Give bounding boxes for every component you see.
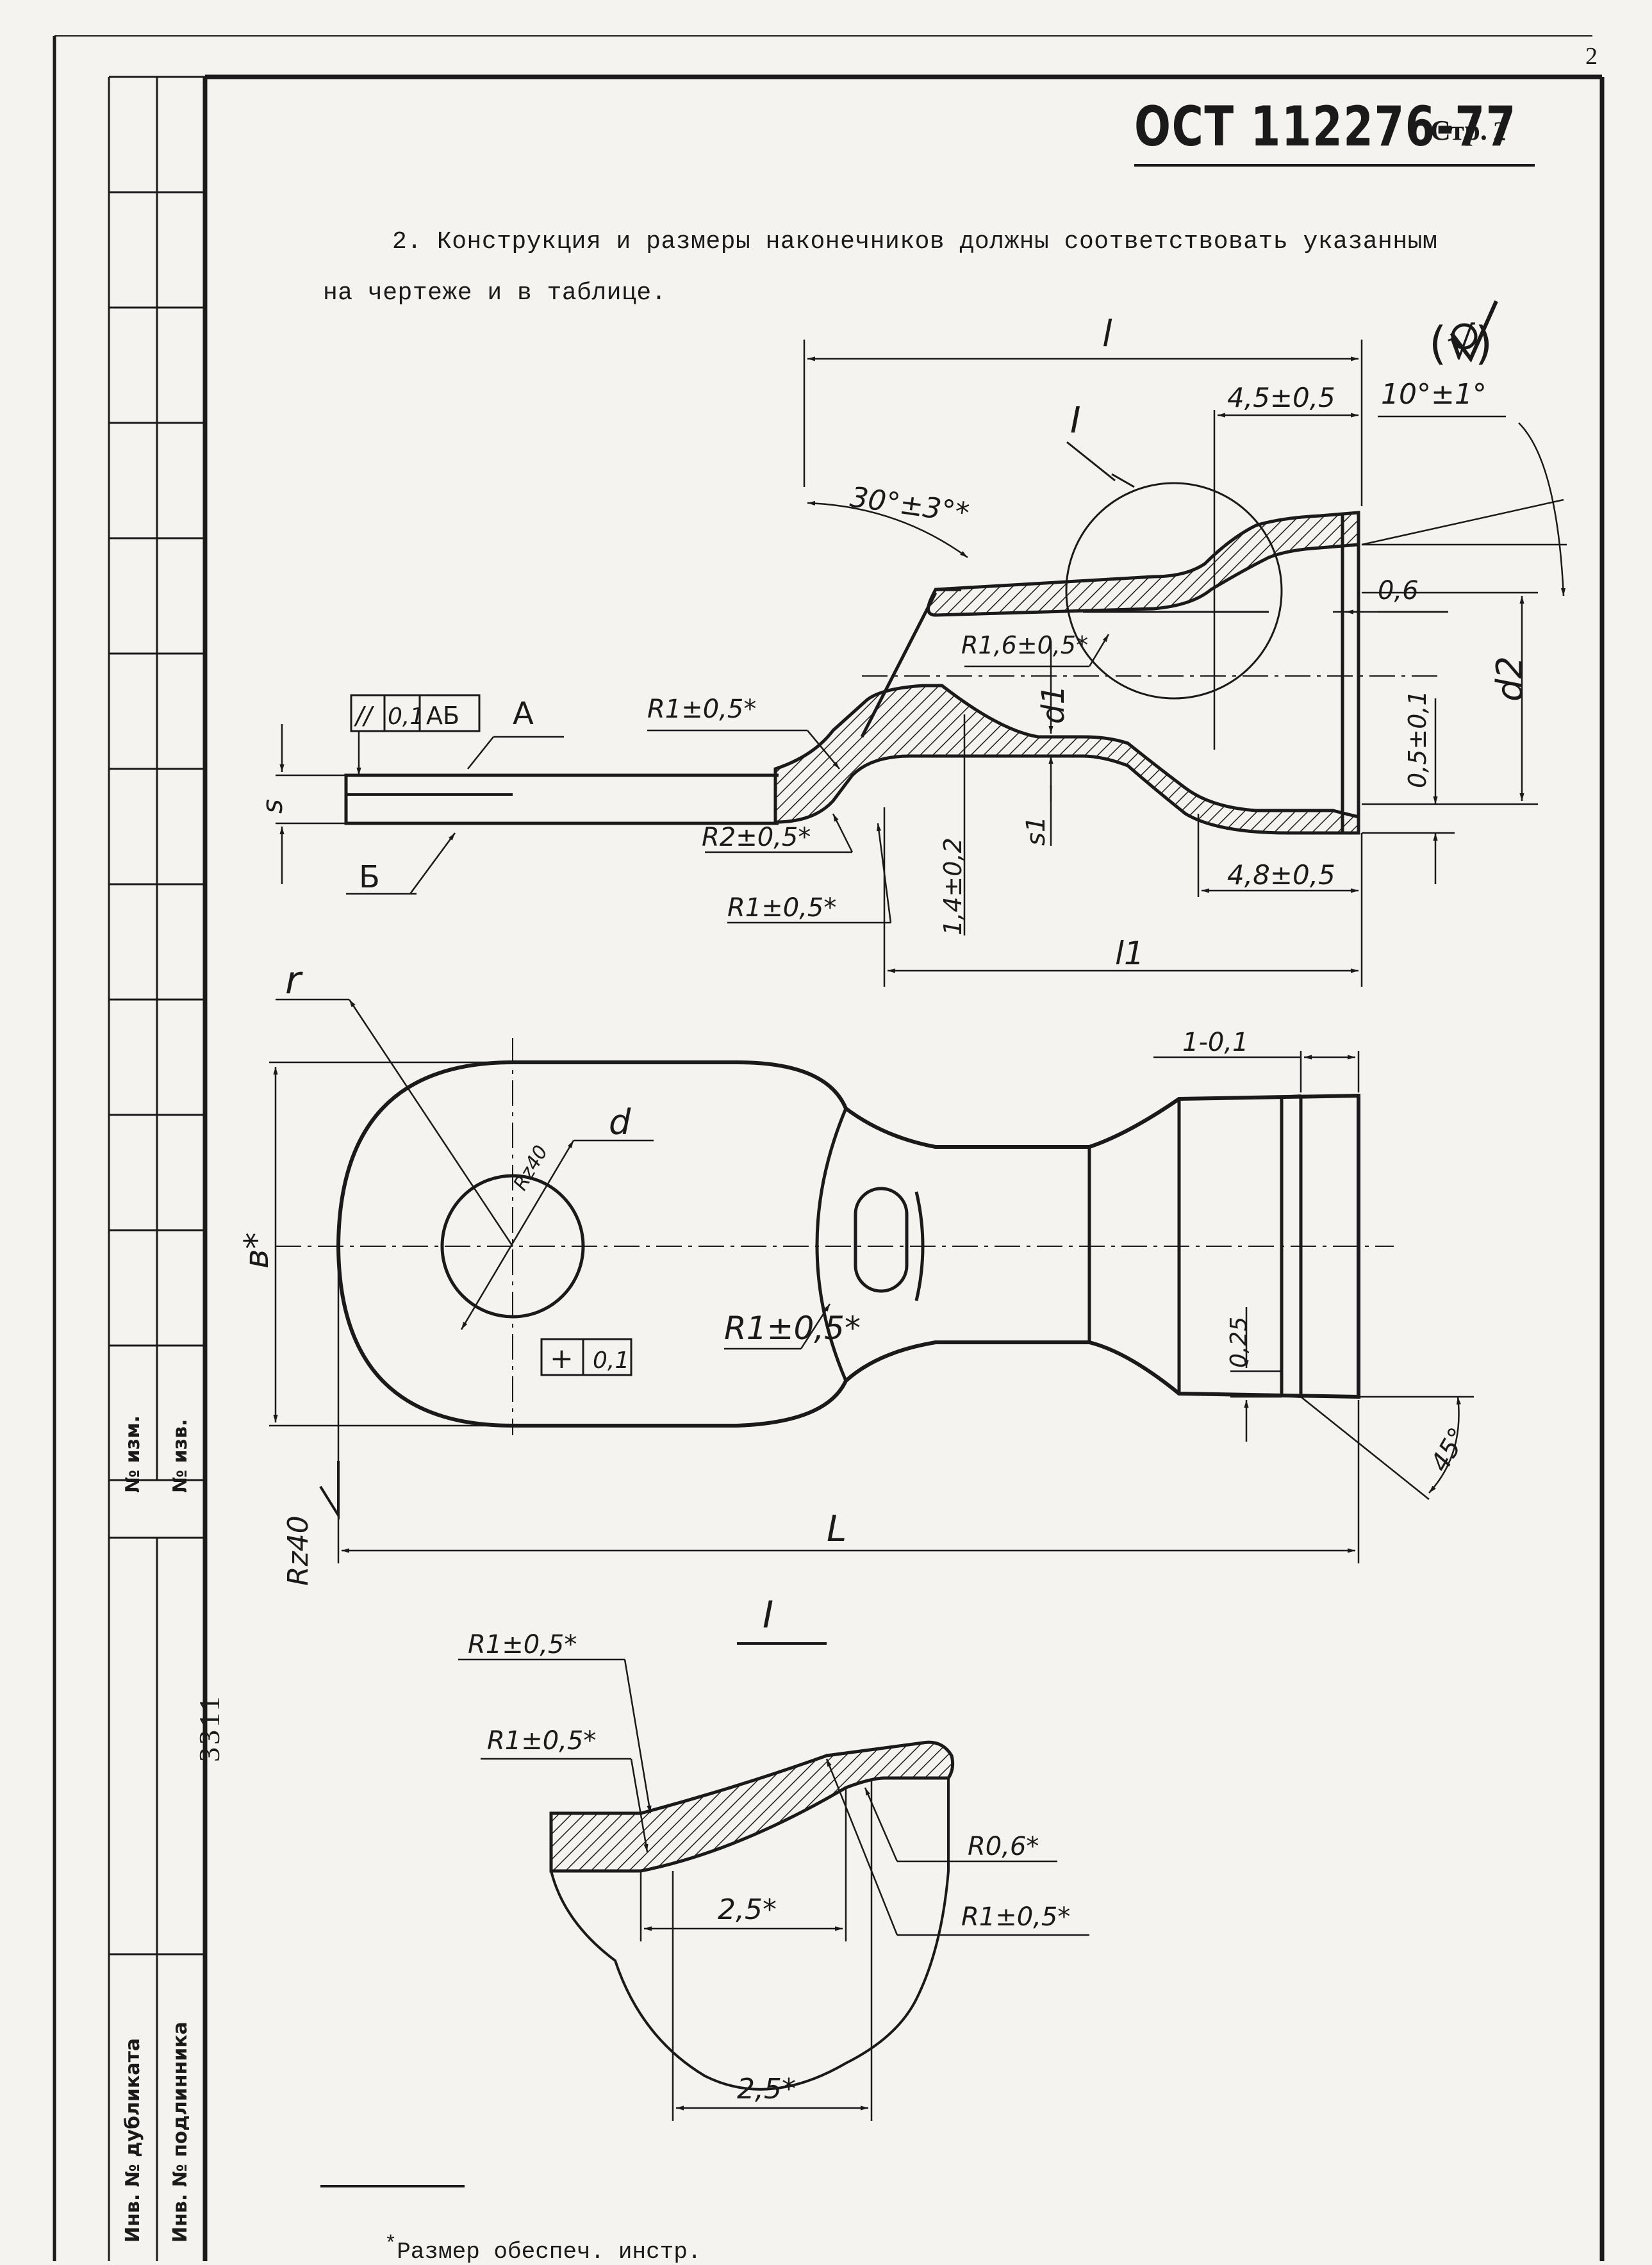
dim-r1-bottom: R1±0,5* [727,893,836,923]
tol-parallel-value: 0,1 [388,704,424,730]
document-number: ОСТ 112276-77 [1134,95,1517,159]
dim-L: L [827,1508,847,1550]
dim-b: в* [238,1232,276,1269]
dimension-labels: (√) l 4,5±0,5 10°±1° I 30°±3°* 0,6 R1,6±… [238,313,1531,2105]
roughness-label: (√) [1429,317,1492,370]
dim-angle-30: 30°±3°* [848,481,971,530]
detail-2-5-a: 2,5* [718,1893,777,1926]
dim-l: l [1102,313,1112,355]
dim-angle-10: 10°±1° [1381,378,1487,411]
dim-4-5: 4,5±0,5 [1227,382,1335,413]
paragraph-line-1: 2. Конструкция и размеры наконечников до… [392,228,1438,256]
side-view-dimensions [276,300,1567,987]
side-view [344,441,1442,835]
dim-s: s [256,799,289,814]
tol-position-value: 0,1 [593,1347,629,1374]
dim-l1: l1 [1115,935,1144,972]
page-label: Стр. [1430,115,1487,146]
base-a: А [513,696,534,732]
detail-view [549,1642,955,2091]
corner-page-number: 2 [1585,43,1598,70]
dim-1-0-1: 1-0,1 [1182,1028,1249,1057]
detail-dimensions [458,1658,1089,2121]
dim-1-4: 1,4±0,2 [939,837,967,935]
dim-d1: d1 [1036,685,1071,724]
footnote-text: Размер обеспеч. инстр. [397,2239,702,2265]
footnote-mark: * [384,2232,397,2256]
dim-r: r [285,958,303,1003]
sheet-frame [53,35,1605,2261]
dim-angle-45: 45° [1425,1423,1473,1477]
plan-view-dimensions [269,998,1474,1563]
tol-parallel-base: АБ [426,702,459,730]
dim-s1: s1 [1021,816,1051,846]
detail-2-5-b: 2,5* [737,2073,796,2105]
dim-r2: R2±0,5* [702,823,811,852]
tol-parallel-sym: // [354,702,375,730]
paragraph-line-2: на чертеже и в таблице. [323,279,666,307]
dim-r1-top: R1±0,5* [647,695,756,724]
base-b: Б [359,859,380,895]
dim-wall-0-5: 0,5±0,1 [1403,690,1432,788]
dim-r1-plan: R1±0,5* [724,1310,861,1347]
detail-title: I [763,1593,773,1636]
tol-position-sym: + [550,1342,574,1375]
side-stamp-grid [109,191,205,1956]
dim-r1-6: R1,6±0,5* [961,631,1088,659]
detail-r1-c: R1±0,5* [961,1902,1070,1932]
dim-wall-0-6: 0,6 [1378,576,1419,605]
footnote: *Размер обеспеч. инстр. [384,2232,702,2265]
dim-0-25: 0,25 [1226,1317,1252,1368]
detail-r0-6: R0,6* [968,1832,1039,1861]
dim-d2: d2 [1489,656,1531,702]
page-number: 2 [1493,117,1507,147]
rz40-label: Rz40 [282,1515,315,1586]
dim-4-8: 4,8±0,5 [1227,859,1335,891]
detail-mark: I [1070,400,1081,441]
detail-r1-a: R1±0,5* [468,1630,577,1660]
dim-d: d [609,1102,631,1142]
plan-view [276,1038,1394,1435]
detail-r1-b: R1±0,5* [487,1726,596,1756]
